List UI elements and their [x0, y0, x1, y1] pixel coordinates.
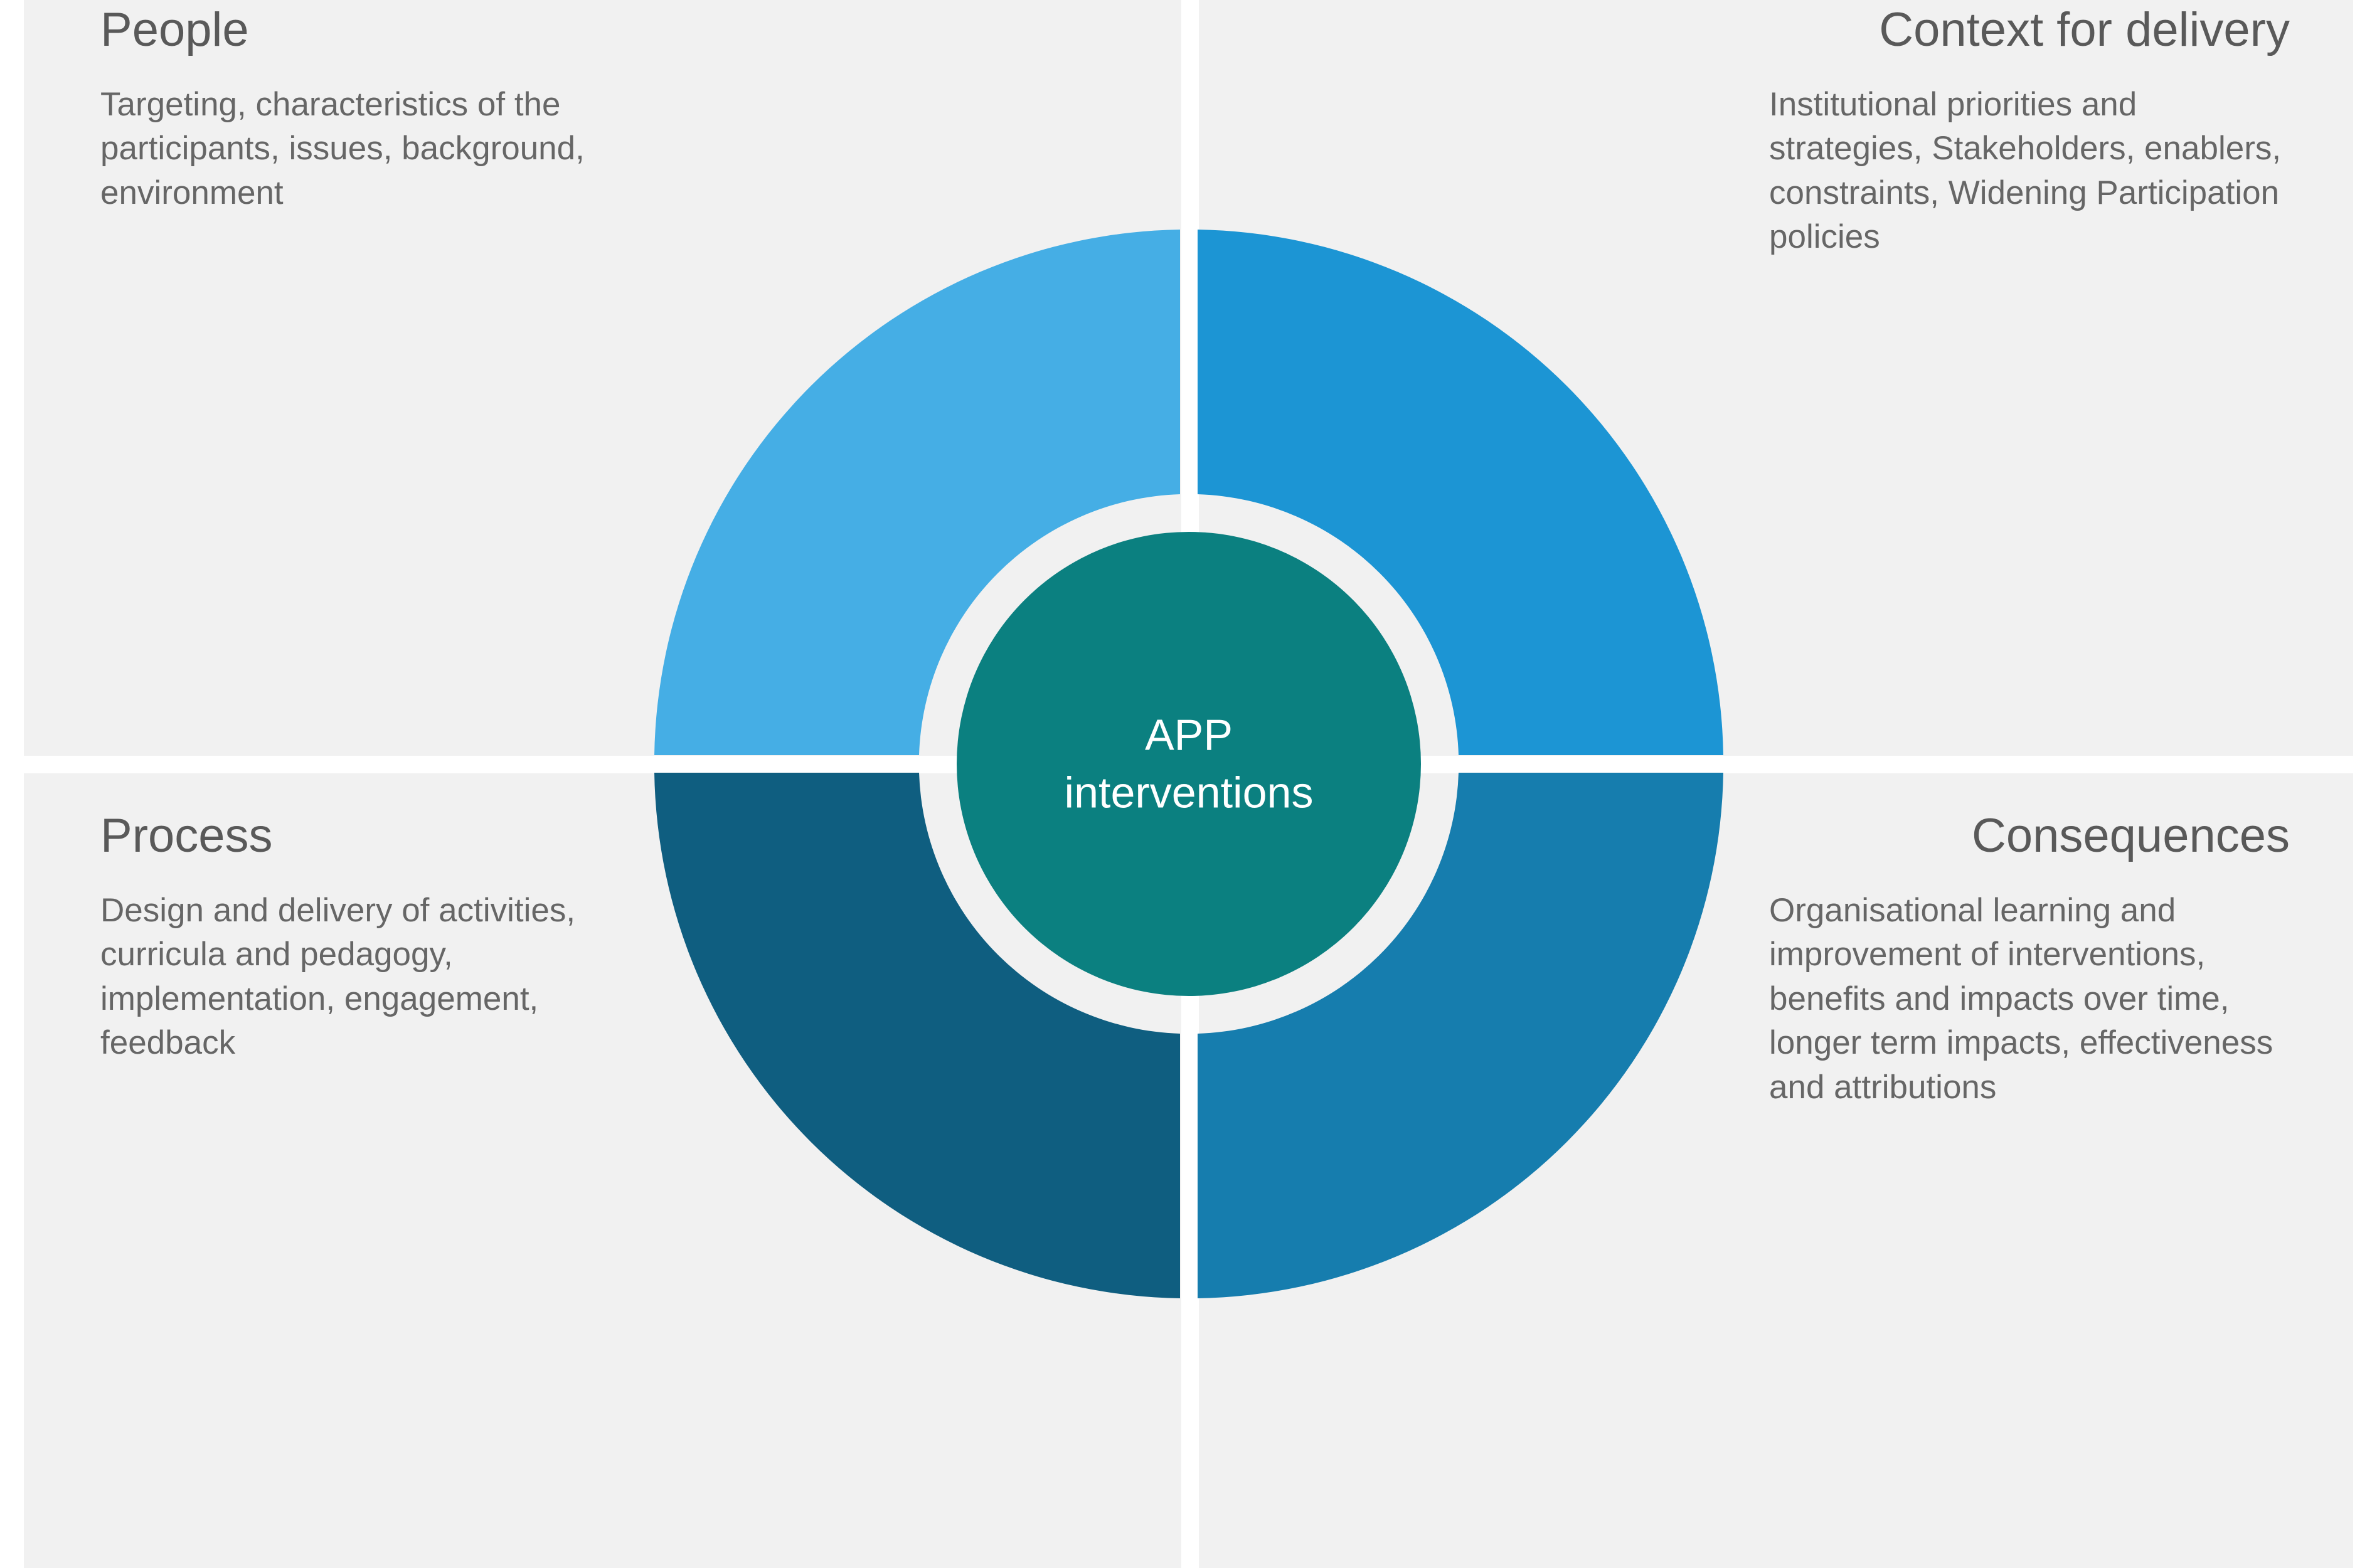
quadrant-body-process: Design and delivery of activities, curri… — [100, 892, 576, 1062]
quadrant-body-consequences: Organisational learning and improvement … — [1769, 892, 2273, 1106]
quadrant-title-people: People — [100, 3, 249, 56]
quadrant-text-consequences: Consequences Organisational learning and… — [1769, 812, 2290, 1110]
quadrant-body-context-for-delivery: Institutional priorities and strategies,… — [1769, 86, 2282, 256]
quadrant-text-people: People Targeting, characteristics of the… — [100, 6, 615, 215]
quadrant-title-consequences: Consequences — [1971, 809, 2290, 862]
donut-segment-consequences[interactable] — [1198, 773, 1723, 1298]
quadrant-title-context-for-delivery: Context for delivery — [1879, 3, 2290, 56]
quadrant-body-people: Targeting, characteristics of the partic… — [100, 86, 585, 211]
donut-diagram — [654, 230, 1723, 1298]
center-hub-circle[interactable] — [957, 532, 1421, 996]
donut-segment-process[interactable] — [654, 773, 1180, 1298]
donut-segment-context-for-delivery[interactable] — [1198, 230, 1723, 755]
quadrant-text-context-for-delivery: Context for delivery Institutional prior… — [1769, 6, 2290, 260]
donut-segment-people[interactable] — [654, 230, 1180, 755]
quadrant-text-process: Process Design and delivery of activitie… — [100, 812, 577, 1066]
quadrant-title-process: Process — [100, 809, 273, 862]
